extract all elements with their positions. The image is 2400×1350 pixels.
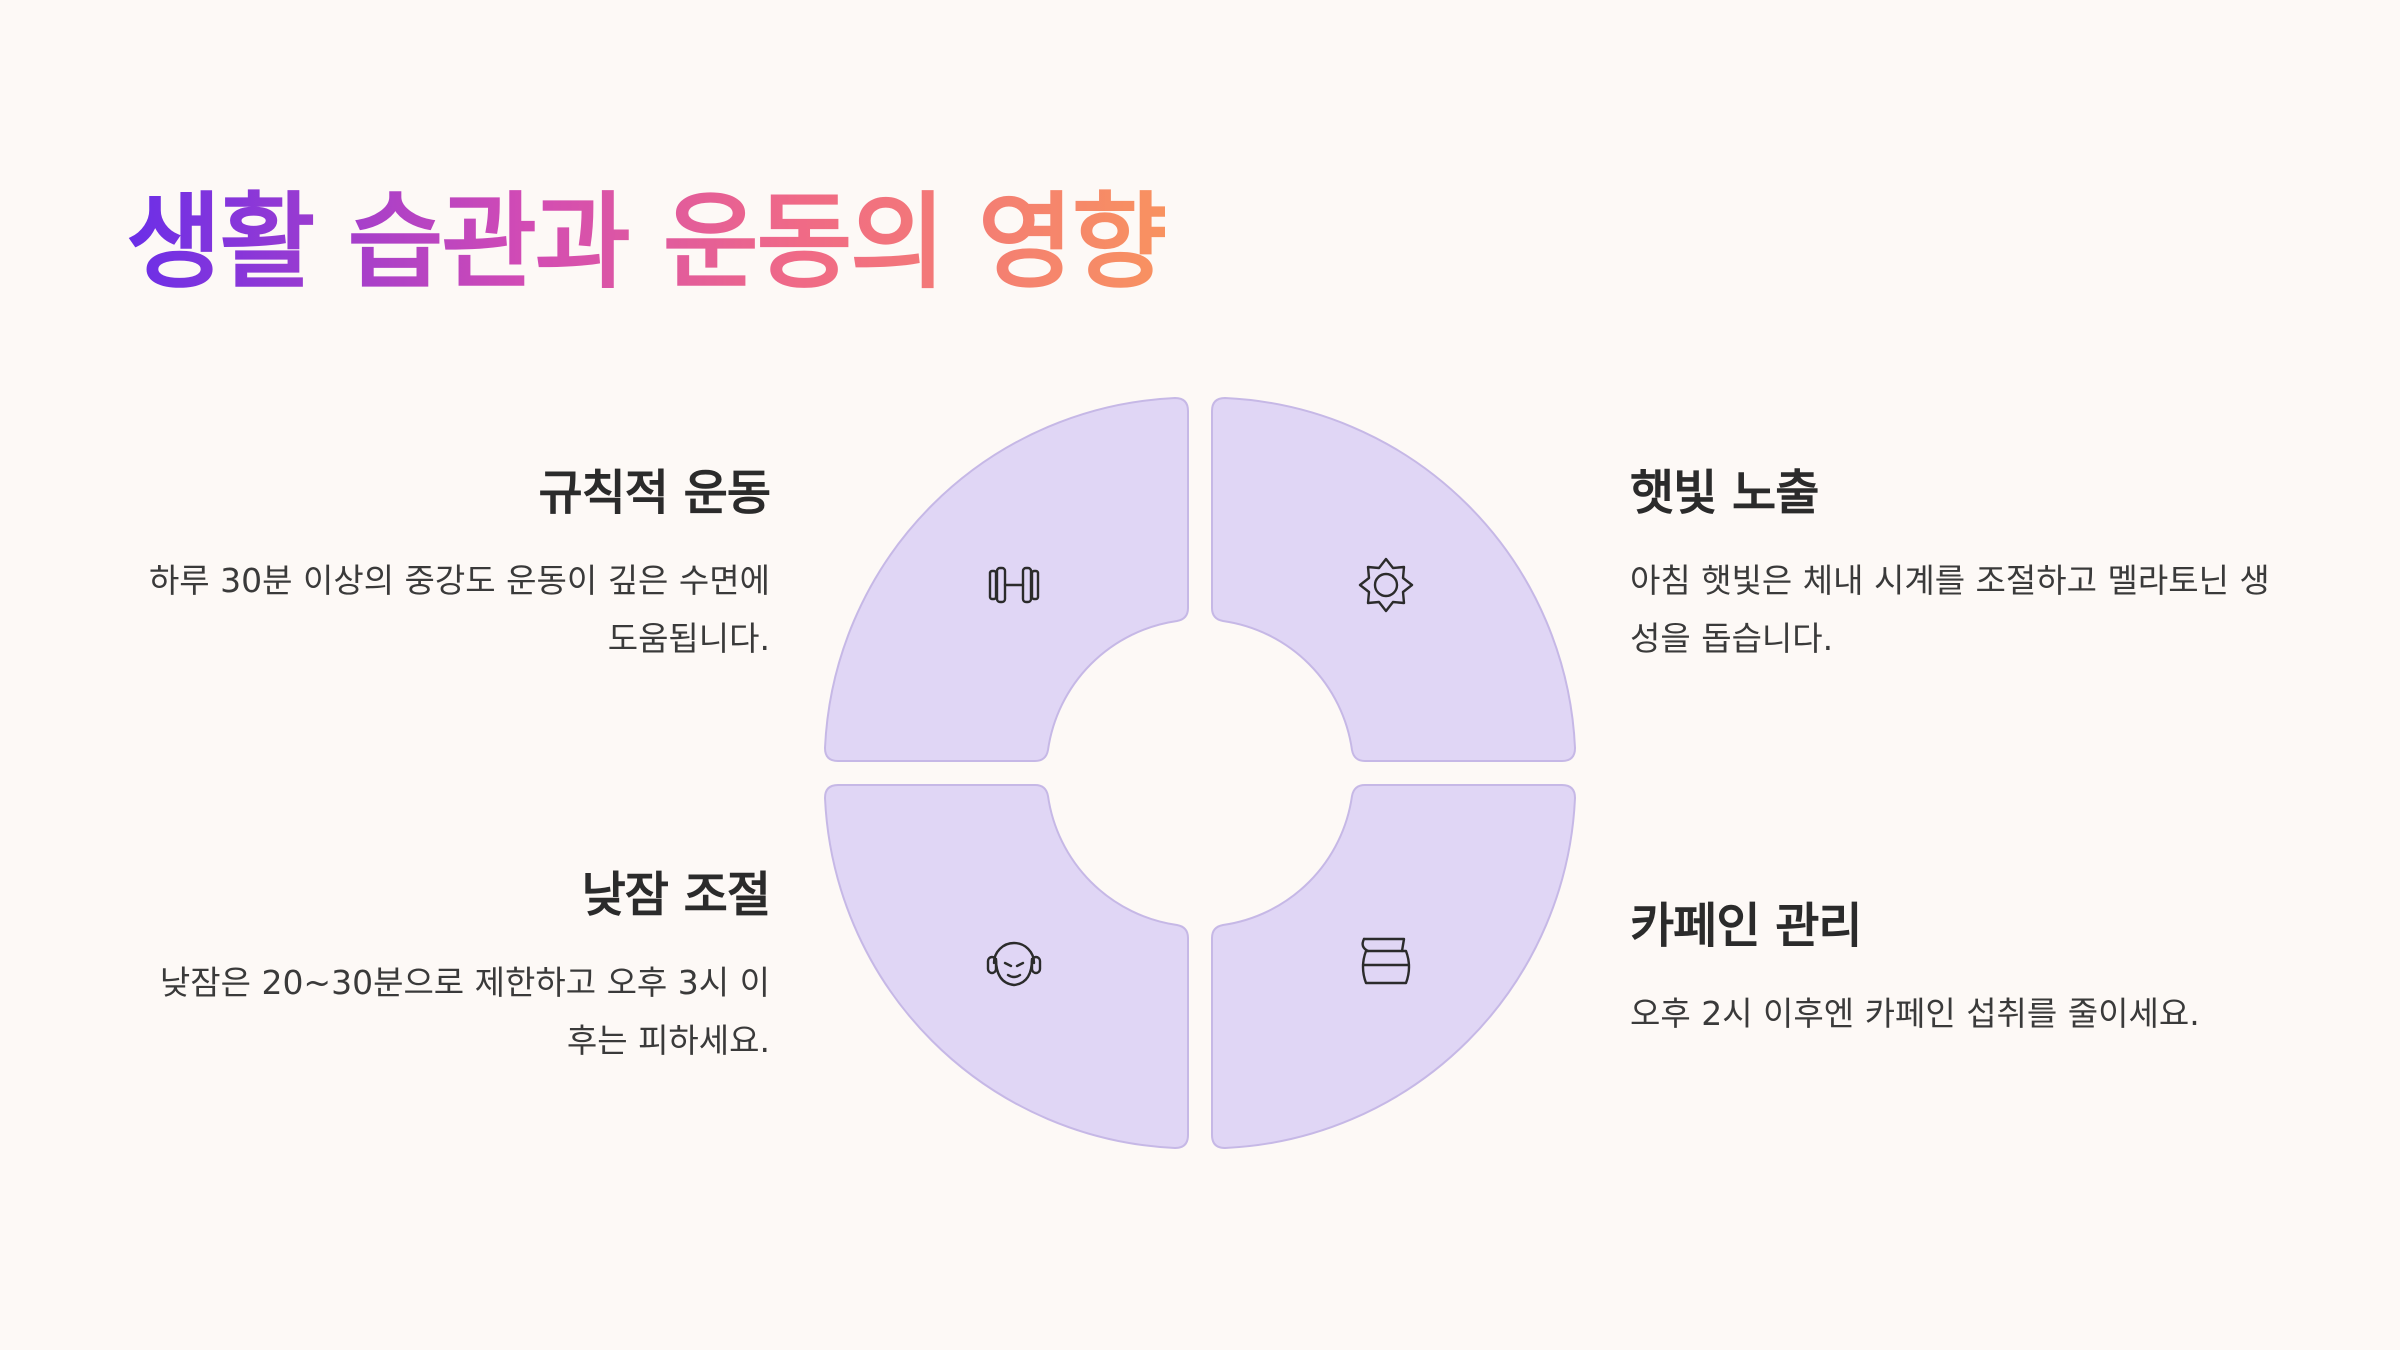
item-description: 아침 햇빛은 체내 시계를 조절하고 멜라토닌 생성을 돕습니다. bbox=[1630, 561, 2270, 659]
cycle-diagram-svg bbox=[823, 396, 1577, 1150]
item-sunlight: 햇빛 노출 아침 햇빛은 체내 시계를 조절하고 멜라토닌 생성을 돕습니다. bbox=[1630, 462, 2270, 668]
item-nap-control: 낮잠 조절 낮잠은 20~30분으로 제한하고 오후 3시 이후는 피하세요. bbox=[130, 864, 771, 1070]
item-title: 낮잠 조절 bbox=[581, 867, 771, 923]
headphones-face-icon bbox=[986, 941, 1042, 987]
item-description: 하루 30분 이상의 중강도 운동이 깊은 수면에 도움됩니다. bbox=[148, 561, 770, 659]
segment-sunlight bbox=[1211, 396, 1577, 762]
segment-regular-exercise bbox=[823, 396, 1189, 762]
page-title: 생활 습관과 운동의 영향 bbox=[126, 181, 1167, 303]
item-description: 오후 2시 이후엔 카페인 섭취를 줄이세요. bbox=[1630, 994, 2200, 1034]
segment-caffeine bbox=[1211, 784, 1577, 1150]
segment-nap-control bbox=[823, 784, 1189, 1150]
item-description: 낮잠은 20~30분으로 제한하고 오후 3시 이후는 피하세요. bbox=[159, 963, 770, 1061]
item-caffeine: 카페인 관리 오후 2시 이후엔 카페인 섭취를 줄이세요. bbox=[1630, 895, 2270, 1043]
dumbbell-icon bbox=[988, 566, 1040, 604]
item-title: 햇빛 노출 bbox=[1630, 465, 1819, 521]
cycle-diagram bbox=[820, 393, 1580, 1153]
sun-icon bbox=[1358, 557, 1414, 613]
item-title: 카페인 관리 bbox=[1630, 898, 1863, 954]
item-regular-exercise: 규칙적 운동 하루 30분 이상의 중강도 운동이 깊은 수면에 도움됩니다. bbox=[130, 462, 771, 668]
item-title: 규칙적 운동 bbox=[538, 465, 771, 521]
coffee-pot-icon bbox=[1361, 937, 1411, 985]
